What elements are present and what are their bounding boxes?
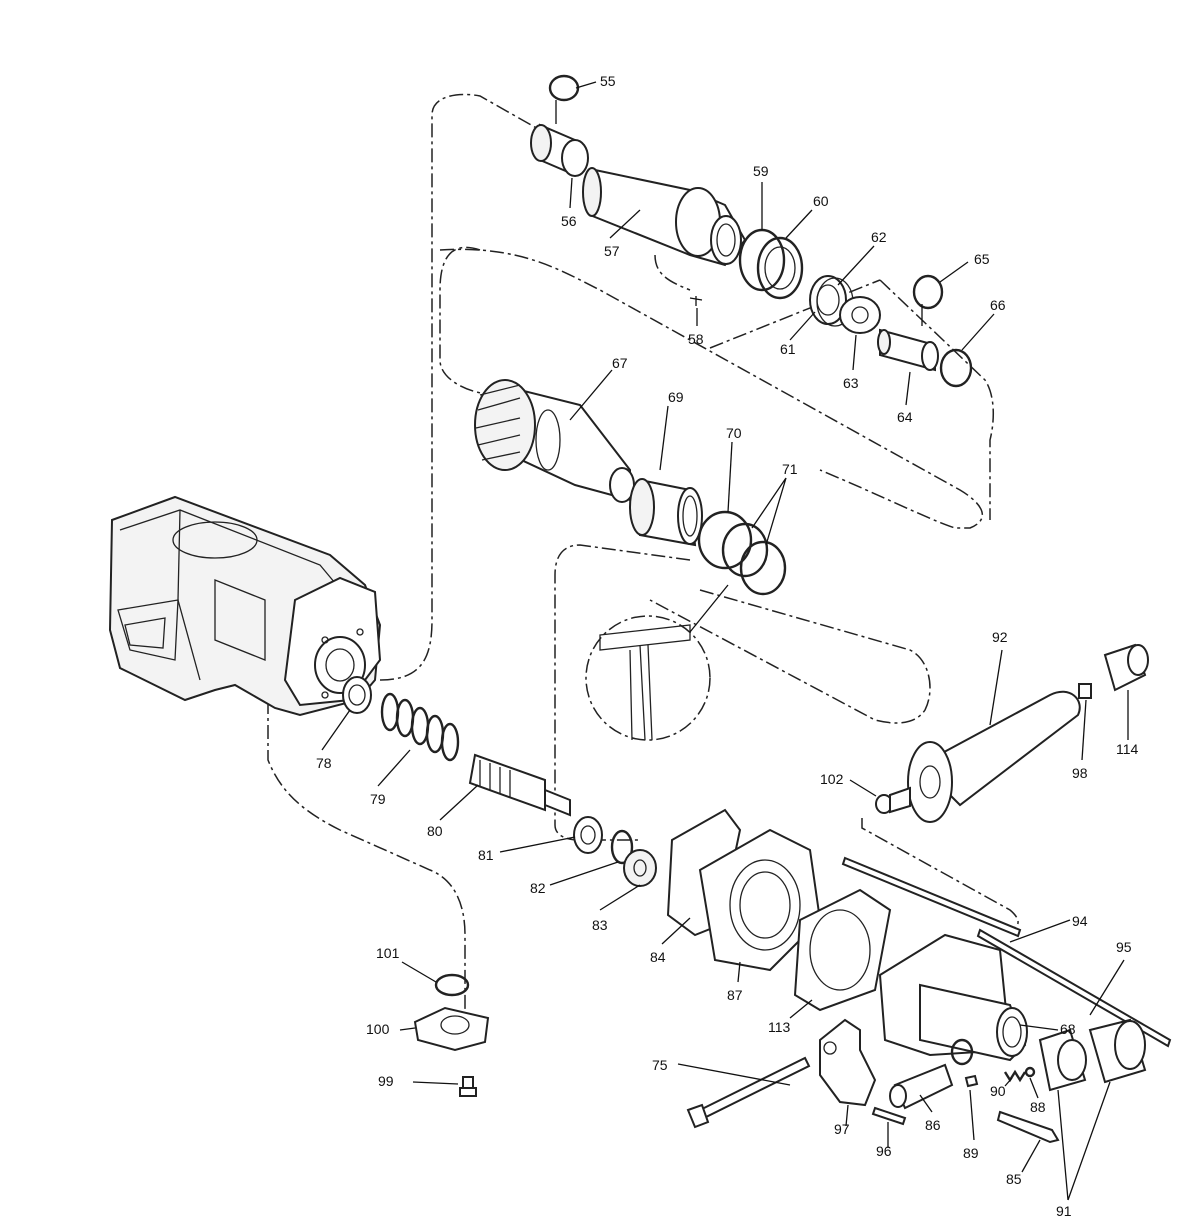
callout-96: 96 xyxy=(876,1143,892,1159)
callout-88: 88 xyxy=(1030,1099,1046,1115)
part-68-gear-case xyxy=(878,933,1028,1066)
callout-labels: 55 56 57 58 59 60 61 62 63 64 65 66 67 6… xyxy=(316,73,1139,1219)
callout-98: 98 xyxy=(1072,765,1088,781)
part-83-gear xyxy=(623,849,657,887)
part-71-ring-a xyxy=(721,522,769,578)
callout-101: 101 xyxy=(376,945,400,961)
part-55-o-ring xyxy=(548,74,580,102)
assembly-guide-lines xyxy=(267,93,1019,1010)
callout-113: 113 xyxy=(768,1019,791,1035)
callout-67: 67 xyxy=(612,355,628,371)
part-114-cap xyxy=(1103,643,1149,692)
part-80-splined-shaft xyxy=(468,753,571,817)
callout-61: 61 xyxy=(780,341,796,357)
detail-inset xyxy=(585,584,729,741)
part-98-nut xyxy=(1078,683,1092,699)
callout-55: 55 xyxy=(600,73,616,89)
callout-80: 80 xyxy=(427,823,443,839)
part-95-rod xyxy=(976,928,1172,1048)
part-61-bearing xyxy=(809,275,854,327)
part-88-ball xyxy=(1024,1066,1036,1078)
callout-57: 57 xyxy=(604,243,620,259)
callout-70: 70 xyxy=(726,425,742,441)
callout-81: 81 xyxy=(478,847,494,863)
callout-83: 83 xyxy=(592,917,608,933)
callout-65: 65 xyxy=(974,251,990,267)
callout-62: 62 xyxy=(871,229,887,245)
part-69-needle-bearing xyxy=(629,478,703,547)
callout-87: 87 xyxy=(727,987,743,1003)
callout-82: 82 xyxy=(530,880,546,896)
callout-90: 90 xyxy=(990,1083,1006,1099)
part-97-clamp xyxy=(819,1018,877,1107)
callout-60: 60 xyxy=(813,193,829,209)
callout-71: 71 xyxy=(782,461,798,477)
callout-95: 95 xyxy=(1116,939,1132,955)
callout-66: 66 xyxy=(990,297,1006,313)
callout-94: 94 xyxy=(1072,913,1088,929)
part-90-spring xyxy=(1003,1069,1027,1083)
callout-92: 92 xyxy=(992,629,1008,645)
callout-86: 86 xyxy=(925,1117,941,1133)
part-56-sleeve xyxy=(530,123,589,177)
callout-100: 100 xyxy=(366,1021,390,1037)
callout-91: 91 xyxy=(1056,1203,1072,1219)
part-65-o-ring xyxy=(912,274,944,310)
callout-68: 68 xyxy=(1060,1021,1076,1037)
callout-59: 59 xyxy=(753,163,769,179)
part-71-ring-b xyxy=(739,540,787,596)
part-86-pin xyxy=(889,1063,954,1110)
part-101-o-ring xyxy=(434,973,470,997)
part-64-shaft xyxy=(877,328,939,372)
callout-85: 85 xyxy=(1006,1171,1022,1187)
callout-75: 75 xyxy=(652,1057,668,1073)
callout-79: 79 xyxy=(370,791,386,807)
part-78-sleeve xyxy=(342,676,372,714)
part-75-long-bolt xyxy=(686,1056,811,1129)
part-94-rod xyxy=(841,856,1022,938)
callout-97: 97 xyxy=(834,1121,850,1137)
callout-leaders xyxy=(321,81,1129,1201)
part-89-pin xyxy=(964,1074,979,1088)
callout-64: 64 xyxy=(897,409,913,425)
part-100-plate xyxy=(413,1006,490,1052)
part-79-spring xyxy=(380,692,460,762)
part-96-pin xyxy=(871,1106,907,1126)
part-81-bearing xyxy=(573,816,603,854)
part-67-gear-shaft xyxy=(474,379,635,503)
callout-89: 89 xyxy=(963,1145,979,1161)
part-66-o-ring xyxy=(939,348,973,388)
part-85-bolt xyxy=(996,1110,1060,1144)
callout-114: 114 xyxy=(1116,741,1139,757)
part-60-ring xyxy=(756,236,804,300)
callout-84: 84 xyxy=(650,949,666,965)
callout-69: 69 xyxy=(668,389,684,405)
part-92-side-handle xyxy=(907,690,1081,823)
part-102-bolt xyxy=(875,786,911,814)
callout-102: 102 xyxy=(820,771,844,787)
part-82-snap-ring xyxy=(610,829,634,865)
part-99-screw xyxy=(459,1076,477,1097)
callout-56: 56 xyxy=(561,213,577,229)
callout-78: 78 xyxy=(316,755,332,771)
gear-housing xyxy=(108,495,382,717)
callout-58: 58 xyxy=(688,331,704,347)
part-113-gasket xyxy=(793,888,892,1012)
part-63-washer xyxy=(839,296,881,334)
part-91-sleeves xyxy=(1038,1018,1147,1092)
callout-63: 63 xyxy=(843,375,859,391)
part-57-barrel xyxy=(582,167,747,267)
part-70-ring xyxy=(697,510,753,570)
part-58-screw xyxy=(689,296,703,306)
callout-99: 99 xyxy=(378,1073,394,1089)
